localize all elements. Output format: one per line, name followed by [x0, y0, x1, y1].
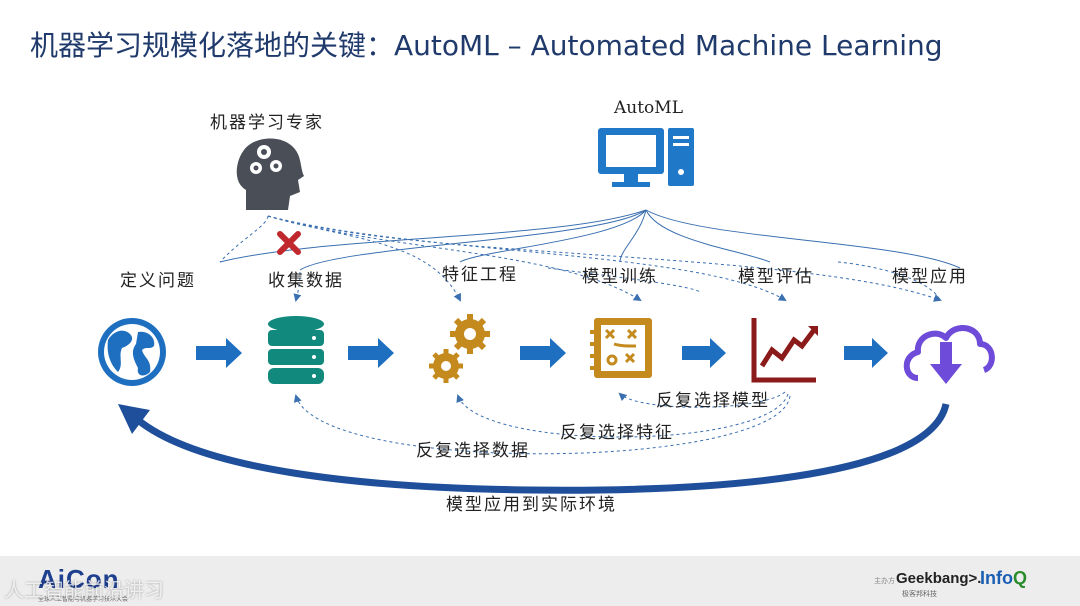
flow-arrow-2 — [348, 338, 394, 368]
page-title: 机器学习规模化落地的关键：AutoML – Automated Machine … — [30, 29, 943, 62]
loop-label-model: 反复选择模型 — [656, 391, 770, 411]
aicon-subtitle: 全球人工智能与机器学习技术大会 — [38, 596, 129, 603]
cross-icon — [277, 231, 301, 255]
computer-icon — [598, 128, 694, 187]
cloud-download-icon — [903, 325, 995, 384]
step-label-apply: 模型应用 — [892, 267, 968, 287]
loop-label-data: 反复选择数据 — [416, 441, 530, 461]
geekbang-logo: Geekbang>. — [896, 570, 982, 587]
expert-head-icon — [236, 138, 304, 210]
infoq-logo-q: Q — [1013, 568, 1028, 588]
step-label-evaluate: 模型评估 — [738, 267, 814, 287]
flow-arrow-4 — [682, 338, 726, 368]
strategy-board-icon — [590, 318, 652, 378]
step-label-define: 定义问题 — [120, 271, 196, 291]
expert-connectors — [219, 215, 942, 302]
loop-label-feature: 反复选择特征 — [560, 423, 674, 443]
database-icon — [268, 316, 324, 384]
watermark: 人工智能前沿讲习 — [4, 578, 164, 602]
diagram-canvas — [98, 128, 995, 494]
aicon-logo: AiCon — [38, 564, 120, 594]
loop-model — [618, 391, 786, 408]
flow-arrow-5 — [844, 338, 888, 368]
expert-label: 机器学习专家 — [210, 113, 324, 133]
infoq-logo-a: Info — [980, 568, 1013, 588]
flow-arrows — [196, 338, 888, 368]
globe-icon — [98, 318, 166, 386]
organizer-label: 主办方 — [874, 577, 895, 585]
automl-connectors — [219, 209, 961, 271]
chart-line-icon — [751, 318, 818, 383]
step-label-collect: 收集数据 — [268, 271, 344, 291]
automl-label: AutoML — [614, 98, 683, 118]
flow-arrow-3 — [520, 338, 566, 368]
flow-arrow-1 — [196, 338, 242, 368]
geekbang-subtitle: 极客邦科技 — [902, 590, 937, 598]
gears-icon — [429, 314, 490, 383]
loop-feature — [456, 393, 789, 438]
feedback-loops — [293, 391, 791, 455]
loop-label-deploy: 模型应用到实际环境 — [446, 495, 617, 515]
step-label-feature: 特征工程 — [442, 265, 518, 285]
infoq-logo: InfoQ — [980, 568, 1027, 589]
footer-bar: AiCon 全球人工智能与机器学习技术大会 人工智能前沿讲习 主办方 Geekb… — [0, 556, 1080, 606]
deploy-arrow — [118, 403, 950, 494]
step-label-train: 模型训练 — [582, 267, 658, 287]
